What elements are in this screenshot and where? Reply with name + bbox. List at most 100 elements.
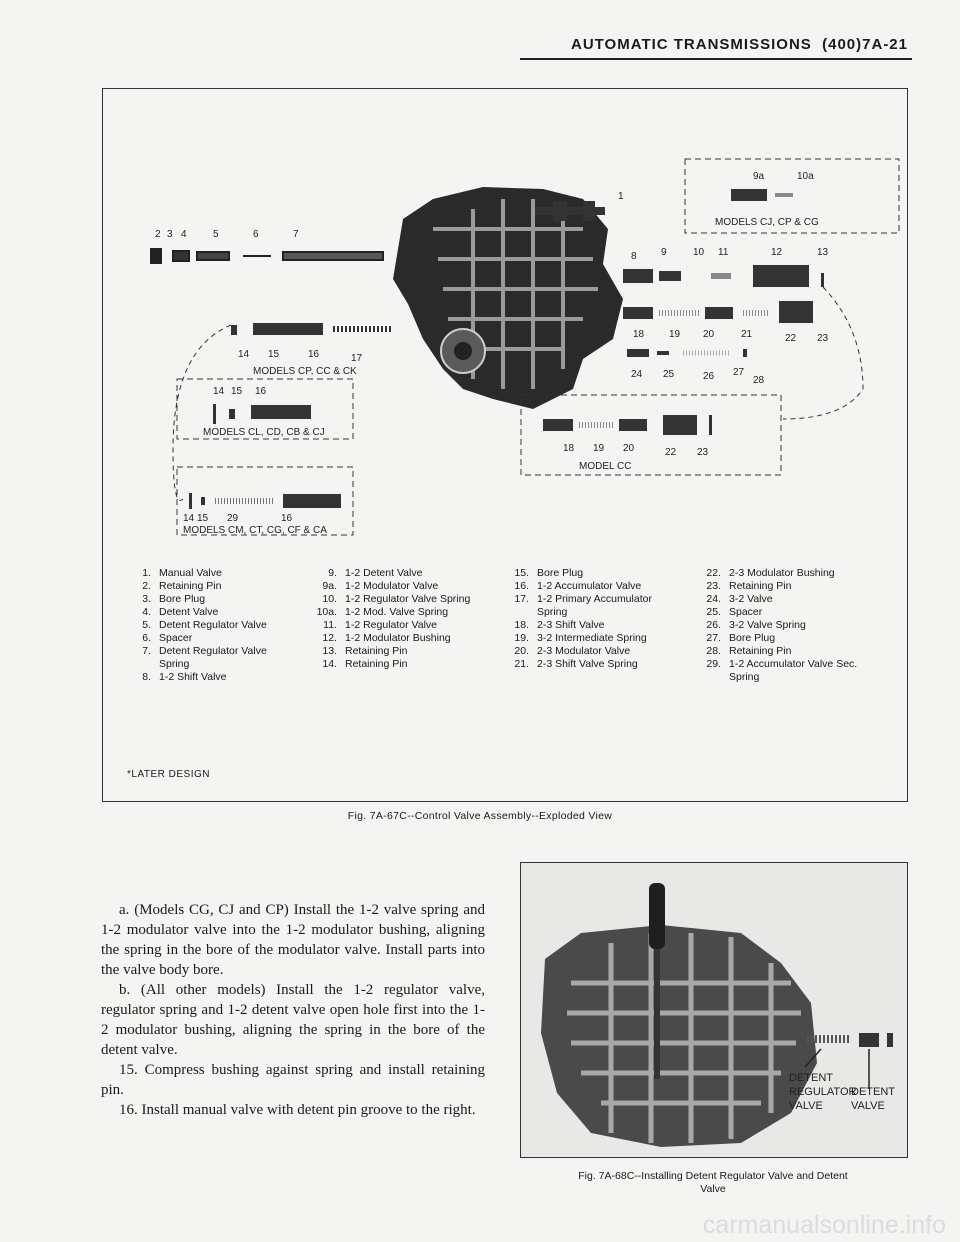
callout-cc-19: 19 (593, 443, 605, 454)
legend-num: 24. (706, 593, 721, 605)
callout-cc-23: 23 (697, 447, 709, 458)
legend-num: 4. (142, 606, 151, 618)
exploded-diagram: 2 3 4 5 6 7 1 14 15 16 17 MODELS CP, (103, 89, 907, 559)
legend-num: 3. (142, 593, 151, 605)
legend-num: 1. (142, 567, 151, 579)
legend-text: 1-2 Accumulator Valve (537, 580, 642, 592)
label-valve-right: VALVE (851, 1100, 885, 1112)
model-label-cj: MODELS CJ, CP & CG (715, 217, 819, 228)
legend-num: 21. (514, 658, 529, 670)
figure2-caption-line2: Valve (700, 1183, 726, 1195)
legend-text: Retaining Pin (729, 645, 792, 657)
callout-6: 6 (253, 229, 259, 240)
label-valve-left: VALVE (789, 1100, 823, 1112)
callout-cl-16: 16 (255, 386, 267, 397)
legend-column-2: 9.1-2 Detent Valve 9a.1-2 Modulator Valv… (307, 567, 475, 671)
parts-box-cm (189, 493, 341, 509)
figure1-caption: Fig. 7A-67C--Control Valve Assembly--Exp… (347, 810, 613, 822)
callout-10: 10 (693, 247, 705, 258)
legend-num: 18. (514, 619, 529, 631)
paragraph-16: 16. Install manual valve with detent pin… (119, 1102, 476, 1118)
later-design-note: *LATER DESIGN (127, 769, 210, 780)
manual-valve-part (535, 201, 605, 221)
header-page-number: (400)7A-21 (822, 36, 908, 53)
legend-text: 2-3 Shift Valve (537, 619, 605, 631)
figure-exploded-view: 2 3 4 5 6 7 1 14 15 16 17 MODELS CP, (102, 88, 908, 802)
legend-num: 23. (706, 580, 721, 592)
legend-column-3: 15.Bore Plug 16.1-2 Accumulator Valve 17… (499, 567, 667, 671)
callout-cc-18: 18 (563, 443, 575, 454)
callout-2: 2 (155, 229, 161, 240)
page-header: AUTOMATIC TRANSMISSIONS (400)7A-21 (571, 36, 908, 53)
callout-cm-15: 15 (197, 513, 209, 524)
callout-cm-29: 29 (227, 513, 239, 524)
legend-column-4: 22.2-3 Modulator Bushing 23.Retaining Pi… (691, 567, 859, 684)
legend-num: 7. (142, 645, 151, 657)
legend-num: 16. (514, 580, 529, 592)
callout-26: 26 (703, 371, 715, 382)
callout-12: 12 (771, 247, 783, 258)
callout-4: 4 (181, 229, 187, 240)
callout-23: 23 (817, 333, 829, 344)
legend-text: 1-2 Detent Valve (345, 567, 423, 579)
callout-cl-14: 14 (213, 386, 225, 397)
label-regulator: REGULATOR (789, 1086, 856, 1098)
legend-num: 28. (706, 645, 721, 657)
model-label-cm: MODELS CM, CT, CG, CF & CA (183, 525, 327, 536)
model-label-cc: MODEL CC (579, 461, 631, 472)
label-detent-left: DETENT (789, 1072, 833, 1084)
legend-text: 1-2 Primary Accumulator Spring (537, 593, 652, 618)
instruction-text: a. (Models CG, CJ and CP) Install the 1-… (101, 900, 485, 1120)
legend-num: 8. (142, 671, 151, 683)
legend-num: 25. (706, 606, 721, 618)
callout-20: 20 (703, 329, 715, 340)
label-detent-right: DETENT (851, 1086, 895, 1098)
legend-num: 6. (142, 632, 151, 644)
site-watermark: carmanualsonline.info (702, 1211, 946, 1239)
callout-18: 18 (633, 329, 645, 340)
legend-text: 1-2 Accumulator Valve Sec. Spring (729, 658, 858, 683)
paragraph-a: a. (Models CG, CJ and CP) Install the 1-… (101, 902, 485, 978)
callout-13: 13 (817, 247, 829, 258)
legend-num: 20. (514, 645, 529, 657)
legend-num: 10. (322, 593, 337, 605)
legend-num: 13. (322, 645, 337, 657)
legend-num: 9a. (322, 580, 337, 592)
parts-box-cj (731, 189, 793, 201)
legend-text: 3-2 Intermediate Spring (537, 632, 647, 644)
legend-text: 2-3 Shift Valve Spring (537, 658, 638, 670)
callout-9: 9 (661, 247, 667, 258)
legend-num: 19. (514, 632, 529, 644)
callout-28: 28 (753, 375, 765, 386)
legend-text: Retaining Pin (729, 580, 792, 592)
legend-text: 2-3 Modulator Bushing (729, 567, 835, 579)
legend-num: 2. (142, 580, 151, 592)
legend-text: 1-2 Modulator Valve (345, 580, 439, 592)
control-valve-illustration: 2 3 4 5 6 7 1 14 15 16 17 MODELS CP, (150, 158, 900, 536)
legend-text: 1-2 Shift Valve (159, 671, 227, 683)
figure2-caption: Fig. 7A-68C--Installing Detent Regulator… (520, 1170, 906, 1196)
legend-text: Bore Plug (159, 593, 206, 605)
legend-num: 14. (322, 658, 337, 670)
callout-19: 19 (669, 329, 681, 340)
legend-num: 27. (706, 632, 721, 644)
callout-5: 5 (213, 229, 219, 240)
callout-14: 14 (238, 349, 250, 360)
callout-cm-16: 16 (281, 513, 293, 524)
parts-row-18-23 (623, 301, 813, 323)
legend-text: 1-2 Regulator Valve (345, 619, 438, 631)
callout-9a: 9a (753, 171, 765, 182)
legend-text: 3-2 Valve Spring (729, 619, 806, 631)
callout-22: 22 (785, 333, 797, 344)
detent-parts (807, 1033, 893, 1047)
callout-cc-22: 22 (665, 447, 677, 458)
parts-box-cc (543, 415, 712, 435)
callout-cm-14: 14 (183, 513, 195, 524)
legend-text: Retaining Pin (345, 658, 408, 670)
legend-column-1: 1.Manual Valve 2.Retaining Pin 3.Bore Pl… (121, 567, 289, 684)
callout-17: 17 (351, 353, 363, 364)
callout-8: 8 (631, 251, 637, 262)
legend-text: 1-2 Modulator Bushing (345, 632, 451, 644)
legend-text: Spacer (159, 632, 193, 644)
paragraph-b: b. (All other models) Install the 1-2 re… (101, 982, 485, 1058)
